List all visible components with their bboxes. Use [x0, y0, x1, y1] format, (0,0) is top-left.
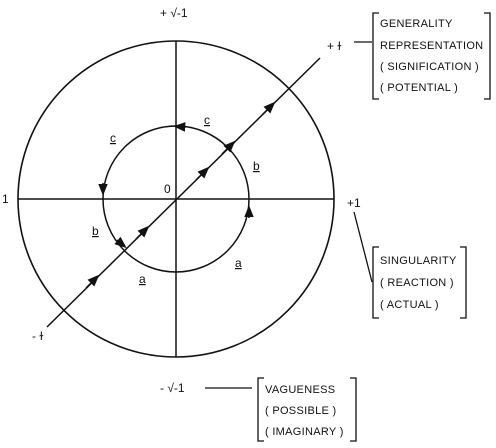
origin-label: 0: [164, 182, 171, 196]
left-axis-label: 1: [2, 192, 9, 206]
diagonal-arrow-1: [85, 274, 100, 289]
generality-line-4: ( POTENTIAL ): [380, 82, 458, 94]
diagonal-arrow-4: [221, 140, 236, 155]
generality-line-3: ( SIGNIFICATION ): [380, 61, 479, 73]
diagonal-arrow-3: [195, 166, 210, 181]
inner-arrow-lowerleft: [114, 236, 127, 249]
diag-bottom-label: - ɫ: [32, 329, 43, 343]
singularity-line-2: ( REACTION ): [380, 277, 454, 289]
diagonal-arrow-5: [261, 101, 276, 116]
right-axis-label: +1: [347, 196, 361, 210]
arc-label-a-bottom: a: [139, 272, 146, 286]
top-axis-label: + √-1: [160, 6, 188, 20]
arc-label-c-top: c: [204, 113, 210, 127]
vagueness-line-2: ( POSSIBLE ): [265, 405, 336, 417]
diagonal-arrow-2: [135, 225, 150, 240]
singularity-line-1: SINGULARITY: [380, 255, 457, 267]
arc-label-c-left: c: [110, 131, 116, 145]
bottom-axis-label: - √-1: [160, 381, 185, 395]
arc-label-a-right: a: [235, 256, 242, 270]
singularity-box: SINGULARITY ( REACTION ) ( ACTUAL ): [353, 211, 467, 319]
vagueness-box: VAGUENESS ( POSSIBLE ) ( IMAGINARY ): [205, 377, 357, 442]
generality-box: GENERALITY REPRESENTATION ( SIGNIFICATIO…: [354, 12, 491, 100]
singularity-line-3: ( ACTUAL ): [380, 299, 439, 311]
inner-arrow-top: [173, 122, 187, 132]
generality-line-2: REPRESENTATION: [380, 40, 483, 52]
diag-top-label: + ɫ: [327, 39, 341, 53]
vagueness-line-1: VAGUENESS: [265, 384, 335, 396]
arc-label-b-right: b: [253, 159, 260, 173]
vagueness-line-3: ( IMAGINARY ): [265, 426, 344, 438]
arc-label-b-left: b: [92, 224, 99, 238]
generality-line-1: GENERALITY: [380, 18, 453, 30]
